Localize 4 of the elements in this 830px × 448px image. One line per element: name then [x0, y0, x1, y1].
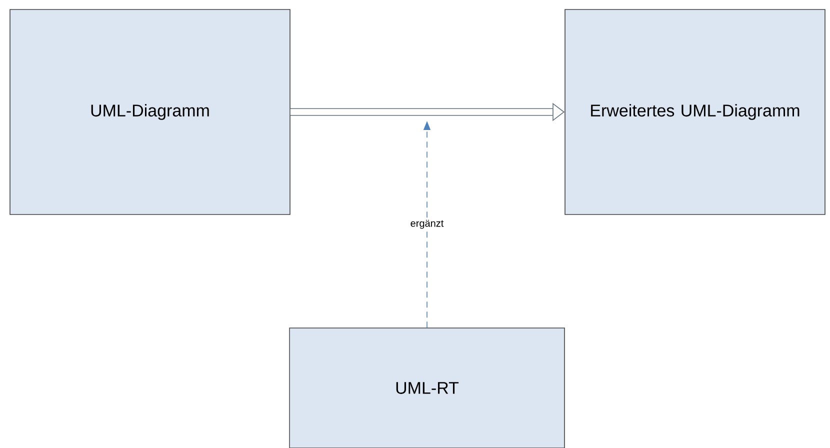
process-box: Erweitertes UML-Diagramm: [564, 9, 826, 215]
edge-label: ergänzt: [408, 218, 446, 231]
process-box: UML-RT: [289, 328, 565, 448]
process-box: UML-Diagramm: [10, 9, 290, 215]
